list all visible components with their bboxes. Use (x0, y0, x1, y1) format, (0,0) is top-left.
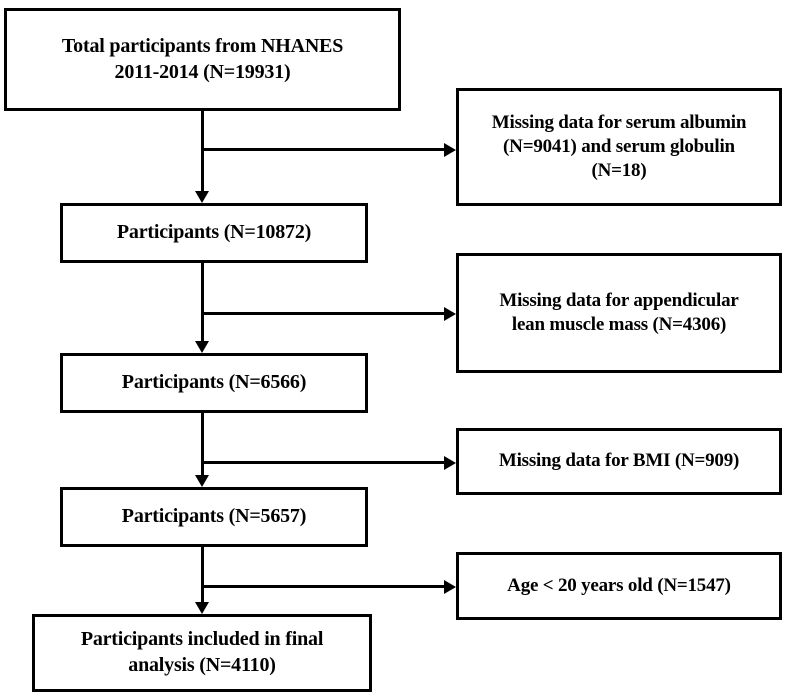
arrowhead-down-to-5657 (195, 475, 209, 487)
connector-vertical-10872-to-6566 (201, 263, 204, 345)
arrowhead-down-to-6566 (195, 341, 209, 353)
node-total-participants-label: Total participants from NHANES 2011-2014… (61, 34, 344, 83)
node-exclusion-serum-albumin-globulin-label: Missing data for serum albumin (N=9041) … (491, 111, 747, 182)
connector-branch-to-exclusion-1 (201, 148, 445, 151)
connector-branch-to-exclusion-4 (201, 585, 445, 588)
connector-branch-to-exclusion-3 (201, 461, 445, 464)
connector-vertical-6566-to-5657 (201, 413, 204, 479)
node-participants-5657-label: Participants (N=5657) (121, 505, 307, 528)
node-participants-6566: Participants (N=6566) (60, 353, 368, 413)
node-exclusion-serum-albumin-globulin: Missing data for serum albumin (N=9041) … (456, 88, 782, 206)
node-participants-6566-label: Participants (N=6566) (121, 371, 307, 394)
node-exclusion-bmi-label: Missing data for BMI (N=909) (498, 450, 740, 472)
connector-vertical-start-to-10872 (201, 111, 204, 193)
arrowhead-right-to-exclusion-3 (444, 456, 456, 470)
node-total-participants: Total participants from NHANES 2011-2014… (4, 8, 401, 111)
node-final-analysis: Participants included in final analysis … (32, 614, 372, 692)
node-participants-10872-label: Participants (N=10872) (116, 221, 312, 244)
arrowhead-right-to-exclusion-4 (444, 580, 456, 594)
node-exclusion-bmi: Missing data for BMI (N=909) (456, 428, 782, 495)
arrowhead-down-to-10872 (195, 191, 209, 203)
connector-branch-to-exclusion-2 (201, 312, 445, 315)
node-participants-10872: Participants (N=10872) (60, 203, 368, 263)
node-exclusion-lean-muscle-mass-label: Missing data for appendicular lean muscl… (499, 289, 739, 335)
node-exclusion-age-label: Age < 20 years old (N=1547) (507, 574, 731, 596)
node-participants-5657: Participants (N=5657) (60, 487, 368, 547)
arrowhead-down-to-final (195, 602, 209, 614)
connector-vertical-5657-to-final (201, 547, 204, 606)
node-exclusion-age: Age < 20 years old (N=1547) (456, 552, 782, 620)
node-final-analysis-label: Participants included in final analysis … (80, 628, 324, 676)
arrowhead-right-to-exclusion-1 (444, 143, 456, 157)
arrowhead-right-to-exclusion-2 (444, 307, 456, 321)
node-exclusion-lean-muscle-mass: Missing data for appendicular lean muscl… (456, 253, 782, 373)
